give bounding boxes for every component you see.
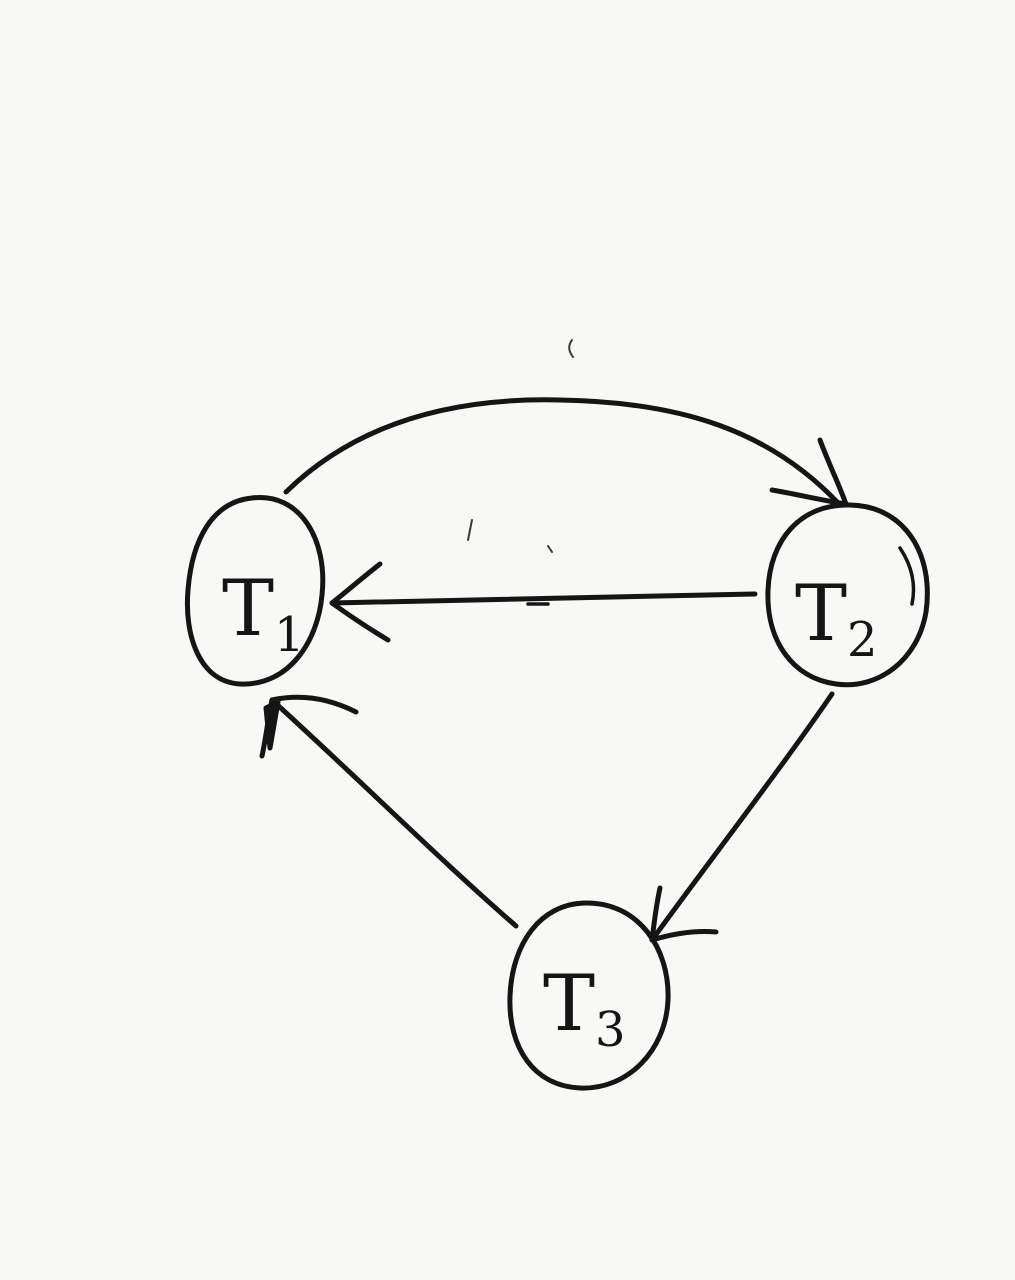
edge-t2-to-t1 xyxy=(329,561,758,643)
node-t3: T3 xyxy=(507,900,671,1091)
edge-line xyxy=(649,691,835,943)
edge-line xyxy=(283,397,843,508)
edge-line xyxy=(269,697,519,929)
paper-mark xyxy=(568,339,574,358)
arrowhead xyxy=(329,561,391,643)
node-label: T1 xyxy=(222,564,305,663)
node-circle xyxy=(765,502,930,688)
edge-t3-to-t1 xyxy=(259,694,519,929)
edge-t1-to-t2 xyxy=(283,397,849,508)
node-circle-overstroke xyxy=(898,546,916,606)
node-label: T2 xyxy=(795,569,878,668)
arrowhead-fill xyxy=(263,699,281,751)
node-circle xyxy=(507,900,671,1091)
node-label: T3 xyxy=(543,959,626,1058)
edge-t2-to-t3 xyxy=(649,691,835,943)
node-t2: T2 xyxy=(765,502,930,688)
node-circle xyxy=(184,495,326,687)
arrowhead xyxy=(769,437,849,507)
arrowhead xyxy=(259,694,359,759)
arrowhead xyxy=(649,885,719,943)
paper-mark xyxy=(547,545,553,553)
edge-line xyxy=(329,591,758,606)
node-t1: T1 xyxy=(184,495,326,687)
paper-mark xyxy=(467,519,473,541)
